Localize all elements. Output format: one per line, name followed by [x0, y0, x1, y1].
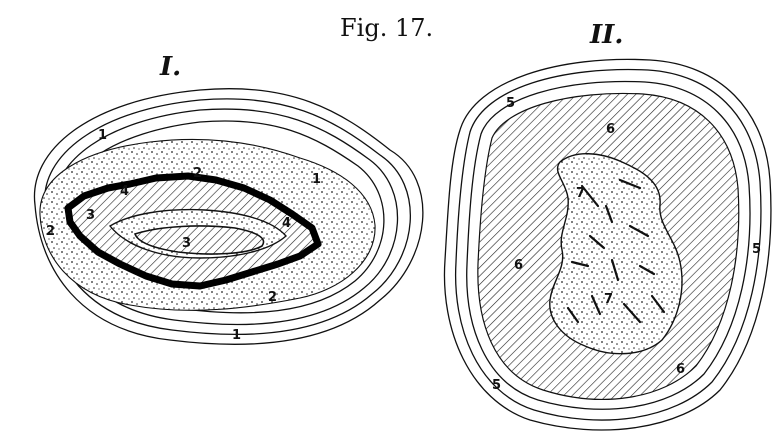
panel-1-region-label: 2 [268, 290, 277, 305]
panel-2-region-label: 6 [676, 362, 685, 377]
panel-2-region-label: 5 [506, 96, 515, 111]
panel-2-label: II. [590, 20, 623, 50]
panel-1-label: I. [160, 52, 181, 82]
figure-title: Fig. 17. [340, 14, 433, 42]
panel-1-region-label: 1 [312, 172, 321, 187]
panel-1-region-label: 4 [120, 184, 129, 199]
panel-1-region-label: 2 [193, 166, 202, 181]
panel-2-region-label: 6 [514, 258, 523, 273]
panel-1-region-label: 1 [98, 128, 107, 143]
panel-2-region-label: 5 [752, 242, 761, 257]
panel-1-region-label: 3 [86, 208, 95, 223]
panel-2-region-label: 7 [576, 186, 585, 201]
panel-2-region-label: 5 [492, 378, 501, 393]
panel-1-region-label: 3 [182, 236, 191, 251]
panel-1-region-label: 2 [46, 224, 55, 239]
panel-2 [444, 59, 770, 430]
panel-1-region-label: 4 [282, 216, 291, 231]
panel-2-region-label: 6 [606, 122, 615, 137]
panel-1-region-label: 1 [232, 328, 241, 343]
panel-2-region-label: 7 [604, 292, 613, 307]
